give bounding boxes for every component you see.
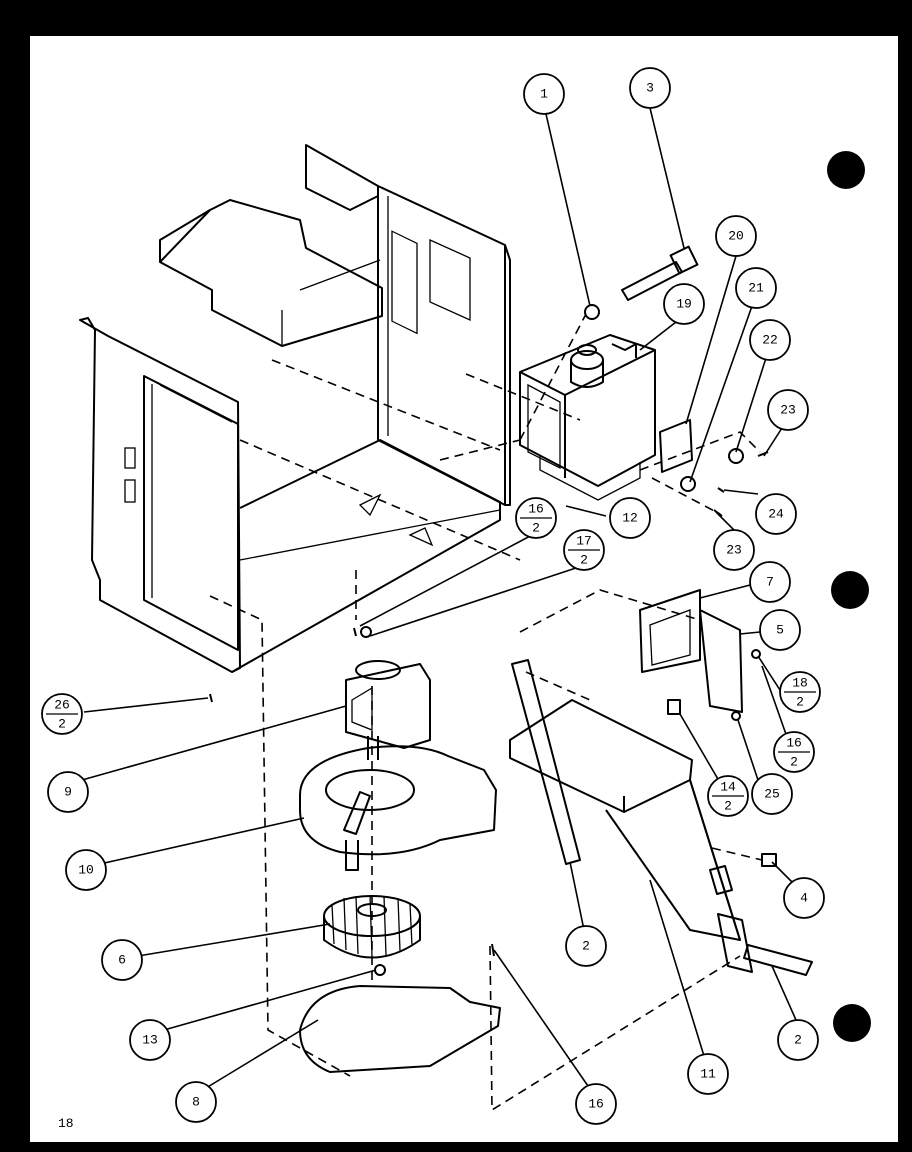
- svg-text:8: 8: [192, 1094, 200, 1109]
- fraction-callout-16-2: 16 2: [515, 497, 557, 539]
- part-13-nut: [374, 964, 386, 976]
- callout-20: 20: [715, 215, 757, 257]
- part-19-bracket: [611, 343, 637, 358]
- callout-11: 11: [687, 1053, 729, 1095]
- fraction-callout-17-2: 17 2: [563, 529, 605, 571]
- callout-9: 9: [47, 771, 89, 813]
- svg-text:12: 12: [622, 510, 638, 525]
- control-board-assembly: [639, 589, 743, 715]
- part-21-washer: [680, 476, 696, 492]
- assembly-dashed-lines: [209, 313, 763, 1112]
- svg-text:23: 23: [780, 402, 796, 417]
- part-3-thermal-cutout: [621, 245, 699, 301]
- svg-text:22: 22: [762, 332, 778, 347]
- svg-text:3: 3: [646, 80, 654, 95]
- part-22-washer: [728, 448, 744, 464]
- callout-22: 22: [749, 319, 791, 361]
- part-14-clip: [667, 699, 681, 715]
- callout-7: 7: [749, 561, 791, 603]
- fraction-callout-18-2: 18 2: [779, 671, 821, 713]
- callout-13: 13: [129, 1019, 171, 1061]
- svg-text:4: 4: [800, 890, 808, 905]
- callout-25: 25: [751, 773, 793, 815]
- callout-16: 16: [575, 1083, 617, 1125]
- part-18-screw: [751, 649, 761, 659]
- svg-text:10: 10: [78, 862, 94, 877]
- part-25-screw: [731, 711, 741, 721]
- registration-dot: [833, 1004, 871, 1042]
- svg-text:2: 2: [58, 716, 66, 731]
- svg-text:2: 2: [790, 754, 798, 769]
- svg-text:2: 2: [582, 938, 590, 953]
- callout-24: 24: [755, 493, 797, 535]
- svg-text:24: 24: [768, 506, 784, 521]
- callout-23: 23: [767, 389, 809, 431]
- part-20-plate: [659, 419, 693, 473]
- svg-text:9: 9: [64, 784, 72, 799]
- callout-10: 10: [65, 849, 107, 891]
- svg-text:1: 1: [540, 86, 548, 101]
- svg-text:13: 13: [142, 1032, 158, 1047]
- svg-text:2: 2: [794, 1032, 802, 1047]
- fraction-callout-26-2: 26 2: [41, 693, 83, 735]
- callout-19: 19: [663, 283, 705, 325]
- registration-dot: [827, 151, 865, 189]
- svg-text:5: 5: [776, 622, 784, 637]
- fan-motor: [345, 660, 431, 760]
- svg-text:2: 2: [580, 552, 588, 567]
- svg-text:26: 26: [54, 697, 70, 712]
- fraction-callout-14-2: 14 2: [707, 775, 749, 817]
- callout-5: 5: [759, 609, 801, 651]
- callout-1: 1: [523, 73, 565, 115]
- svg-text:6: 6: [118, 952, 126, 967]
- page-number: 18: [58, 1116, 74, 1131]
- callout-leaders: [81, 107, 797, 1089]
- registration-dot: [831, 571, 869, 609]
- svg-text:19: 19: [676, 296, 692, 311]
- part-1-nut: [584, 304, 600, 320]
- svg-text:7: 7: [766, 574, 774, 589]
- fraction-callout-16-2: 16 2: [773, 731, 815, 773]
- callout-2: 2: [565, 925, 607, 967]
- callout-6: 6: [101, 939, 143, 981]
- svg-text:2: 2: [796, 694, 804, 709]
- svg-text:11: 11: [700, 1066, 716, 1081]
- callout-3: 3: [629, 67, 671, 109]
- svg-text:2: 2: [532, 520, 540, 535]
- part-16-screw: [491, 943, 495, 957]
- svg-text:16: 16: [528, 501, 544, 516]
- svg-text:23: 23: [726, 542, 742, 557]
- svg-text:16: 16: [786, 735, 802, 750]
- blower-base-plate: [299, 985, 501, 1073]
- svg-text:20: 20: [728, 228, 744, 243]
- svg-text:16: 16: [588, 1096, 604, 1111]
- svg-text:18: 18: [792, 675, 808, 690]
- svg-text:14: 14: [720, 779, 736, 794]
- callout-12: 12: [609, 497, 651, 539]
- cabinet-chassis: [79, 144, 511, 673]
- callout-23: 23: [713, 529, 755, 571]
- callout-8: 8: [175, 1081, 217, 1123]
- magnetron-assembly: [519, 334, 656, 501]
- callout-21: 21: [735, 267, 777, 309]
- blower-housing: [299, 745, 497, 871]
- air-duct-assembly: [509, 659, 813, 976]
- svg-text:2: 2: [724, 798, 732, 813]
- callout-4: 4: [783, 877, 825, 919]
- part-17-screw: [360, 626, 372, 638]
- part-16-screw: [353, 627, 357, 637]
- callout-2: 2: [777, 1019, 819, 1061]
- svg-text:21: 21: [748, 280, 764, 295]
- part-24-screw: [717, 487, 725, 493]
- svg-text:25: 25: [764, 786, 780, 801]
- part-26-screw: [209, 693, 213, 703]
- svg-text:17: 17: [576, 533, 592, 548]
